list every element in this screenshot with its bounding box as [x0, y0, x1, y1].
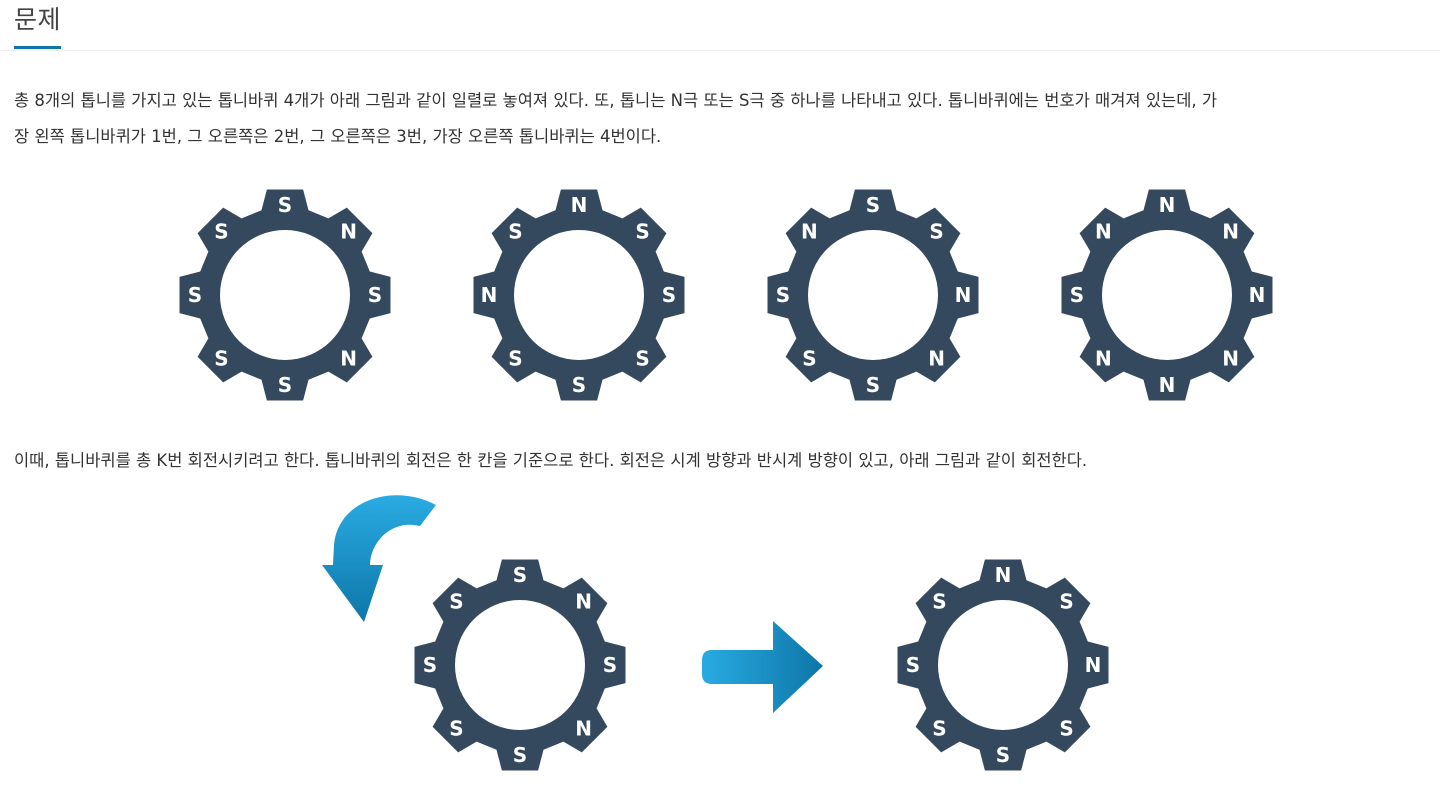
gear-tooth-label: S	[866, 193, 880, 217]
gear-tooth-label: S	[932, 717, 946, 741]
gear-tooth-label: N	[481, 283, 498, 307]
gear-tooth-label: S	[278, 193, 292, 217]
gear-1: S N S N S S S S	[179, 189, 391, 401]
gear-tooth-label: N	[1095, 347, 1112, 371]
gear-tooth-label: S	[508, 347, 522, 371]
gear-tooth-label: N	[575, 589, 592, 613]
intro-paragraph-line-2: 장 왼쪽 톱니바퀴가 1번, 그 오른쪽은 2번, 그 오른쪽은 3번, 가장 …	[14, 127, 662, 146]
gear-tooth-label: S	[368, 283, 382, 307]
gear-tooth-label: N	[928, 347, 945, 371]
gear-tooth-label: S	[662, 283, 676, 307]
gear-tooth-label: N	[995, 563, 1012, 587]
gear-tooth-label: S	[635, 219, 649, 243]
gear-tooth-label: S	[776, 283, 790, 307]
gear-hole	[808, 230, 938, 360]
gear-3: S S N N S S S N	[767, 189, 979, 401]
gear-tooth-label: S	[802, 347, 816, 371]
rotation-figure: S N S N S S S S N S N S S S S S	[322, 495, 1109, 771]
gear-tooth-label: N	[1085, 653, 1102, 677]
gear-tooth-label: S	[449, 717, 463, 741]
gear-tooth-label: S	[278, 373, 292, 397]
gear-tooth-label: N	[1159, 373, 1176, 397]
gear-tooth-label: N	[575, 717, 592, 741]
gear-tooth-label: N	[1249, 283, 1266, 307]
gear-hole	[938, 600, 1068, 730]
gear-tooth-label: S	[906, 653, 920, 677]
gear-tooth-label: S	[513, 743, 527, 767]
right-arrow-icon	[702, 621, 823, 713]
gear-tooth-label: S	[423, 653, 437, 677]
gear-tooth-label: S	[603, 653, 617, 677]
gear-tooth-label: S	[214, 219, 228, 243]
gear-tooth-label: N	[571, 193, 588, 217]
gear-tooth-label: N	[1222, 219, 1239, 243]
counterclockwise-arrow-icon	[322, 495, 436, 622]
gear-tooth-label: S	[996, 743, 1010, 767]
gear-4: N N N N N N S N	[1061, 189, 1273, 401]
gear-before-rotation: S N S N S S S S	[414, 559, 626, 771]
gear-hole	[220, 230, 350, 360]
gear-after-rotation: N S N S S S S S	[897, 559, 1109, 771]
gear-tooth-label: S	[929, 219, 943, 243]
section-title: 문제	[14, 2, 62, 49]
gear-tooth-label: S	[866, 373, 880, 397]
gear-tooth-label: S	[188, 283, 202, 307]
gear-tooth-label: N	[340, 347, 357, 371]
gear-tooth-label: S	[1059, 717, 1073, 741]
gear-tooth-label: S	[932, 589, 946, 613]
gear-tooth-label: S	[513, 563, 527, 587]
gear-hole	[514, 230, 644, 360]
gear-tooth-label: N	[1222, 347, 1239, 371]
gear-tooth-label: N	[955, 283, 972, 307]
gear-tooth-label: S	[635, 347, 649, 371]
gear-hole	[1102, 230, 1232, 360]
rotation-paragraph: 이때, 톱니바퀴를 총 K번 회전시키려고 한다. 톱니바퀴의 회전은 한 칸을…	[14, 451, 1088, 470]
gear-tooth-label: N	[801, 219, 818, 243]
gear-tooth-label: N	[1095, 219, 1112, 243]
gears-row-figure: S N S N S S S S N S S S S S N S S S N N S S S N N N N N N N S N	[179, 189, 1273, 401]
gear-tooth-label: N	[340, 219, 357, 243]
gear-tooth-label: S	[1070, 283, 1084, 307]
gear-tooth-label: S	[1059, 589, 1073, 613]
gear-tooth-label: S	[508, 219, 522, 243]
gear-hole	[455, 600, 585, 730]
section-header: 문제	[0, 0, 1440, 51]
gear-tooth-label: N	[1159, 193, 1176, 217]
gear-2: N S S S S S N S	[473, 189, 685, 401]
gear-tooth-label: S	[449, 589, 463, 613]
gear-tooth-label: S	[214, 347, 228, 371]
gear-tooth-label: S	[572, 373, 586, 397]
intro-paragraph-line-1: 총 8개의 톱니를 가지고 있는 톱니바퀴 4개가 아래 그림과 같이 일렬로 …	[14, 91, 1218, 110]
